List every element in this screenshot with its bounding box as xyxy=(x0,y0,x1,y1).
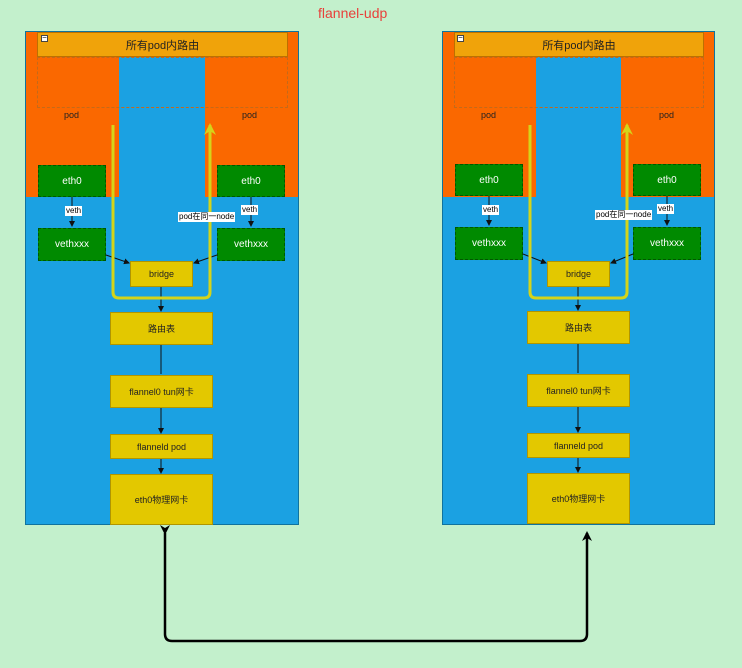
flanneld-box[interactable]: flanneld pod xyxy=(110,434,213,459)
eth0-left[interactable]: eth0 xyxy=(455,164,523,196)
eth0-physical-box[interactable]: eth0物理网卡 xyxy=(110,474,213,525)
flannel0-box[interactable]: flannel0 tun网卡 xyxy=(110,375,213,408)
flanneld-box[interactable]: flanneld pod xyxy=(527,433,630,458)
collapse-icon[interactable]: − xyxy=(41,33,48,42)
eth0-physical-label: eth0物理网卡 xyxy=(134,495,189,505)
pod-right-label: pod xyxy=(242,110,258,120)
eth0-right[interactable]: eth0 xyxy=(217,165,285,197)
vethxxx-left-label: vethxxx xyxy=(472,238,506,249)
pod-routing-banner[interactable]: 所有pod内路由 xyxy=(37,32,288,57)
banner-label: 所有pod内路由 xyxy=(542,39,616,52)
bridge-label: bridge xyxy=(148,269,175,279)
host-right-arrows xyxy=(486,196,670,473)
flanneld-label: flanneld pod xyxy=(136,441,187,452)
bridge-label: bridge xyxy=(565,269,592,279)
same-node-label: pod在同一node xyxy=(178,212,236,222)
bridge-box[interactable]: bridge xyxy=(130,261,193,287)
host-link-arrow xyxy=(160,525,592,643)
eth0-left-label: eth0 xyxy=(479,174,499,186)
eth0-right-label: eth0 xyxy=(241,175,261,187)
eth0-physical-box[interactable]: eth0物理网卡 xyxy=(527,473,630,524)
vethxxx-right-label: vethxxx xyxy=(234,239,268,250)
host-left-arrows xyxy=(69,197,254,474)
flannel0-label: flannel0 tun网卡 xyxy=(129,387,194,397)
same-node-flow-line xyxy=(528,123,633,300)
vethxxx-right[interactable]: vethxxx xyxy=(217,228,285,261)
veth-label-right: veth xyxy=(657,204,675,214)
bridge-box[interactable]: bridge xyxy=(547,261,610,287)
diagram-title: flannel-udp xyxy=(318,5,388,21)
route-table-box[interactable]: 路由表 xyxy=(110,312,213,345)
same-node-label: pod在同一node xyxy=(595,210,653,220)
pod-routing-banner[interactable]: 所有pod内路由 xyxy=(454,32,704,57)
veth-label-right: veth xyxy=(241,205,259,215)
route-table-label: 路由表 xyxy=(564,323,592,333)
veth-label-left: veth xyxy=(65,206,83,216)
collapse-icon[interactable]: − xyxy=(457,33,464,42)
eth0-right[interactable]: eth0 xyxy=(633,164,701,196)
eth0-left-label: eth0 xyxy=(62,175,82,187)
veth-label-left: veth xyxy=(482,205,500,215)
banner-label: 所有pod内路由 xyxy=(125,39,200,52)
eth0-left[interactable]: eth0 xyxy=(38,165,106,197)
vethxxx-right[interactable]: vethxxx xyxy=(633,227,701,260)
pod-group-outline xyxy=(37,57,288,108)
vethxxx-right-label: vethxxx xyxy=(650,238,684,249)
pod-right-label: pod xyxy=(659,110,675,120)
vethxxx-left[interactable]: vethxxx xyxy=(455,227,523,260)
pod-group-outline xyxy=(454,57,704,108)
pod-left-label: pod xyxy=(481,110,497,120)
vethxxx-left[interactable]: vethxxx xyxy=(38,228,106,261)
route-table-label: 路由表 xyxy=(147,324,175,334)
flanneld-label: flanneld pod xyxy=(553,440,604,451)
flannel0-box[interactable]: flannel0 tun网卡 xyxy=(527,374,630,407)
route-table-box[interactable]: 路由表 xyxy=(527,311,630,344)
flannel0-label: flannel0 tun网卡 xyxy=(546,386,611,396)
same-node-flow-line xyxy=(111,123,216,300)
vethxxx-left-label: vethxxx xyxy=(55,239,89,250)
eth0-physical-label: eth0物理网卡 xyxy=(551,494,606,504)
pod-left-label: pod xyxy=(64,110,80,120)
eth0-right-label: eth0 xyxy=(657,174,677,186)
